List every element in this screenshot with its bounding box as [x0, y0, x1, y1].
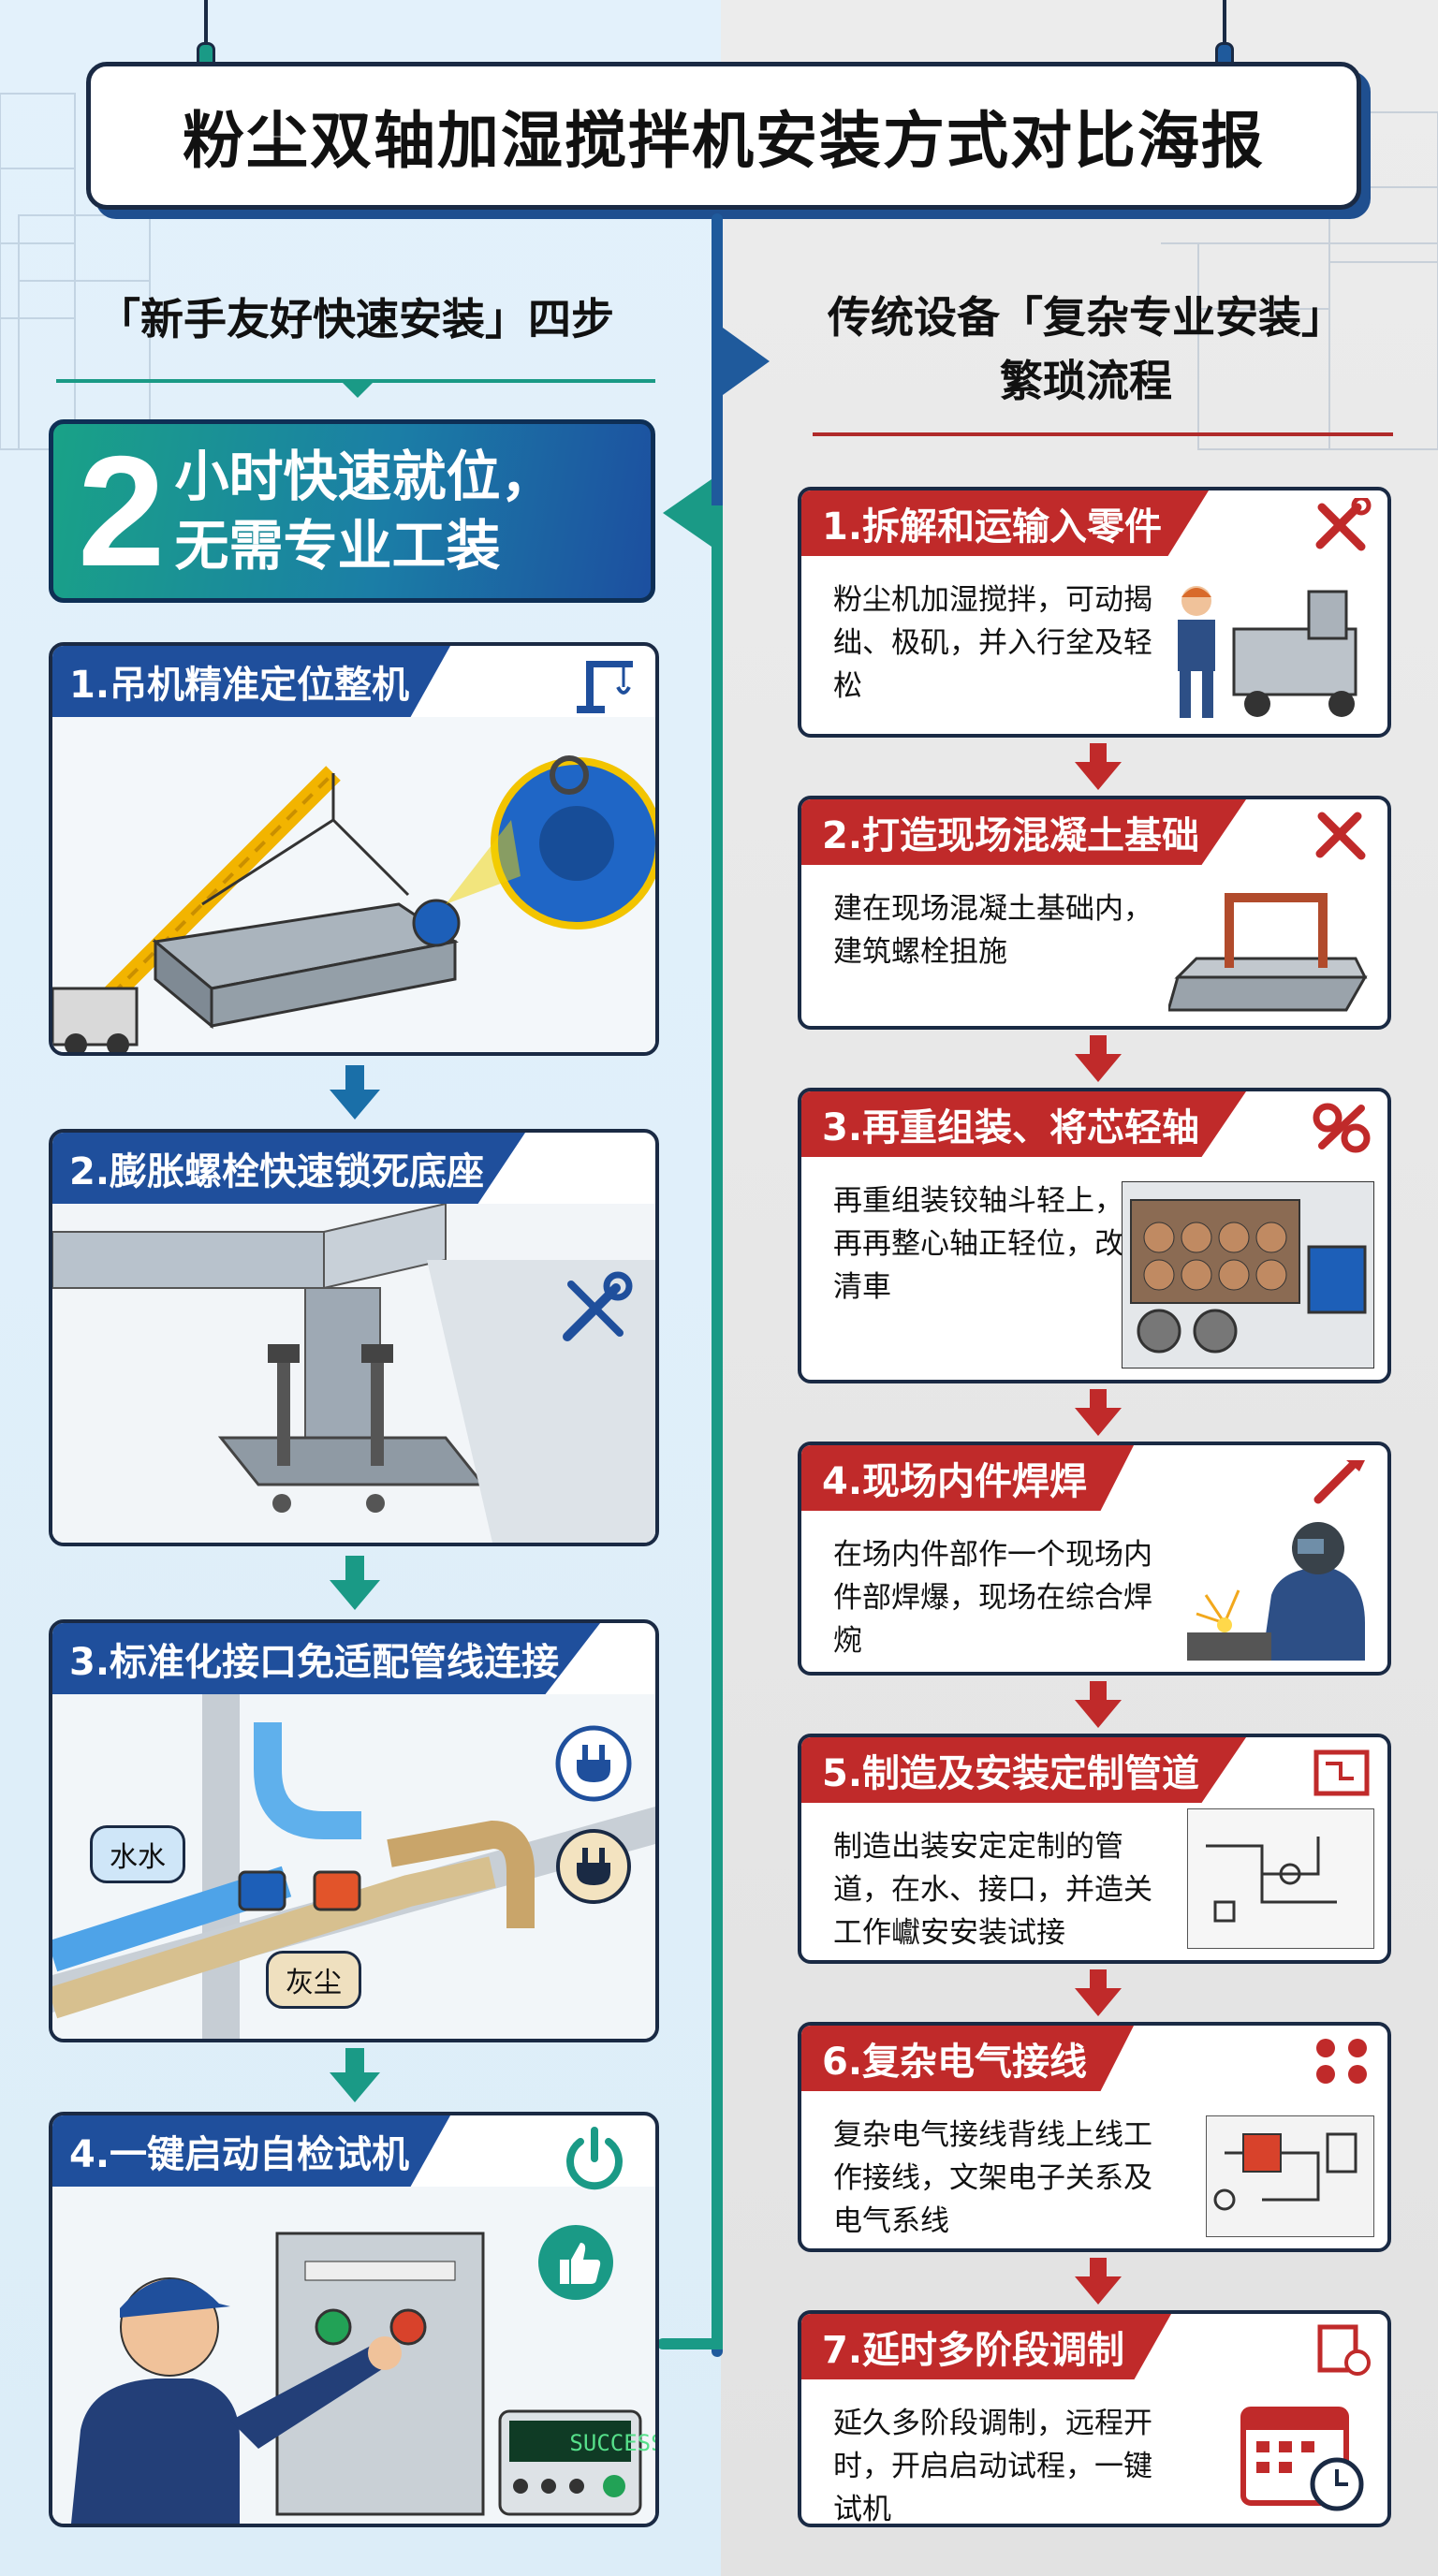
down-arrow-icon: [1075, 1035, 1122, 1082]
down-arrow-icon: [330, 2048, 380, 2102]
down-arrow-icon: [1075, 1969, 1122, 2016]
left-step-card-2: 2.膨胀螺栓快速锁死底座: [49, 1129, 659, 1546]
welding-torch-icon: [1313, 1460, 1365, 1504]
right-step-desc-6: 复杂电气接线背线上线工作接线，文架电子关系及电气系线: [833, 2118, 1152, 2238]
right-step-desc-5: 制造出装安定定制的管道，在水、接口，并造关工作巘安安装试接: [833, 1830, 1152, 1950]
tools-icon: [1315, 812, 1366, 860]
concrete-foundation-illustration: [1168, 893, 1368, 1012]
right-step-card-4: 4.现场内件焊焊 在场内件部作一个现场内件部焊爆，现场在综合焊焥: [798, 1442, 1391, 1676]
left-step-label-4: 4.一键启动自检试机: [52, 2115, 451, 2187]
left-step-card-1: 1.吊机精准定位整机: [49, 642, 659, 1056]
right-step-label-5: 5.制造及安装定制管道: [801, 1737, 1247, 1803]
right-heading-rule: [813, 432, 1393, 436]
down-arrow-icon: [330, 1556, 380, 1610]
right-heading-line2: 繁琐流程: [1000, 356, 1172, 406]
hero-number: 2: [78, 423, 166, 599]
hanging-wire-right: [1223, 0, 1226, 51]
calendar-clock-icon: [1240, 2407, 1364, 2511]
left-heading-pointer: [343, 383, 373, 398]
down-arrow-icon: [1075, 1389, 1122, 1436]
right-column-heading: 传统设备「复杂专业安装」 繁琐流程: [768, 285, 1404, 413]
left-step-card-3: 3.标准化接口免适配管线连接 水水 灰尘: [49, 1619, 659, 2042]
circuit-icon: [1316, 2039, 1367, 2084]
down-arrow-icon: [1075, 2258, 1122, 2305]
left-column-heading: 「新手友好快速安装」四步: [97, 294, 614, 344]
crane-illustration: [52, 717, 655, 1052]
right-heading-line1: 传统设备「复杂专业安装」: [828, 292, 1344, 343]
tools-icon: [1313, 1103, 1371, 1153]
right-step-desc-1: 粉尘机加湿搅拌，可动揭绌、极矶，并入行坌及轻松: [833, 583, 1152, 703]
shaft-assembly-illustration: [1122, 1181, 1374, 1368]
success-display: SUCCESS: [569, 2430, 659, 2456]
right-step-label-4: 4.现场内件焊焊: [801, 1445, 1135, 1511]
left-step-label-3: 3.标准化接口免适配管线连接: [52, 1623, 601, 1694]
down-arrow-icon: [1075, 1681, 1122, 1728]
water-tag: 水水: [90, 1825, 185, 1883]
thumbs-up-icon: [538, 2225, 613, 2300]
document-clock-icon: [1317, 2324, 1371, 2376]
right-step-card-7: 7.延时多阶段调制 延久多阶段调制，远程开时，开启启动试程，一键试机: [798, 2310, 1391, 2527]
hero-banner: 2 小时快速就位， 无需专业工装: [49, 419, 655, 603]
dust-tag: 灰尘: [266, 1951, 361, 2009]
power-icon: [566, 2127, 623, 2190]
hero-line1: 小时快速就位，: [174, 445, 555, 508]
right-step-label-2: 2.打造现场混凝土基础: [801, 799, 1247, 865]
crane-icon: [577, 661, 633, 713]
plug-icon: [555, 1725, 632, 1802]
pipe-blueprint-illustration: [1187, 1808, 1374, 1949]
right-step-label-7: 7.延时多阶段调制: [801, 2314, 1172, 2379]
right-step-card-3: 3.再重组装、将芯轻轴 再重组装铰轴斗轻上，并再再整心轴正轻位，改普清車: [798, 1088, 1391, 1383]
right-step-card-6: 6.复杂电气接线 复杂电气接线背线上线工作接线，文架电子关系及电气系线: [798, 2022, 1391, 2252]
right-step-card-2: 2.打造现场混凝土基础 建在现场混凝土基础内，建筑螺栓抯施: [798, 796, 1391, 1030]
right-step-desc-4: 在场内件部作一个现场内件部焊爆，现场在综合焊焥: [833, 1538, 1152, 1658]
worker-machine-illustration: [1178, 586, 1357, 718]
down-arrow-icon: [1075, 743, 1122, 790]
center-connector-green: [712, 505, 723, 2349]
tools-icon: [1315, 498, 1372, 551]
bottom-connector: [657, 2338, 723, 2349]
left-heading-rule: [56, 379, 655, 383]
wiring-diagram-illustration: [1206, 2115, 1374, 2237]
hanging-wire-left: [204, 0, 208, 51]
right-step-desc-7: 延久多阶段调制，远程开时，开启启动试程，一键试机: [833, 2407, 1152, 2526]
hero-text: 小时快速就位， 无需专业工装: [174, 442, 554, 580]
left-step-label-2: 2.膨胀螺栓快速锁死底座: [52, 1133, 526, 1204]
wrench-screwdriver-icon: [563, 1271, 633, 1341]
right-step-card-1: 1.拆解和运输入零件 粉尘机加湿搅拌，可动揭绌、极矶，并入行坌及轻松: [798, 487, 1391, 738]
plug-icon: [556, 1829, 631, 1904]
right-step-label-3: 3.再重组装、将芯轻轴: [801, 1091, 1247, 1157]
page-title: 粉尘双轴加湿搅拌机安装方式对比海报: [183, 105, 1265, 177]
title-banner: 粉尘双轴加湿搅拌机安装方式对比海报: [86, 62, 1361, 210]
right-step-label-1: 1.拆解和运输入零件: [801, 490, 1210, 556]
left-step-label-1: 1.吊机精准定位整机: [52, 646, 451, 717]
hero-line2: 无需专业工装: [174, 514, 501, 578]
right-step-desc-2: 建在现场混凝土基础内，建筑螺栓抯施: [833, 892, 1152, 969]
down-arrow-icon: [330, 1065, 380, 1120]
blueprint-icon: [1313, 1749, 1370, 1796]
left-step-card-4: 4.一键启动自检试机 SUCCESS: [49, 2112, 659, 2527]
right-step-label-6: 6.复杂电气接线: [801, 2026, 1135, 2091]
bolt-illustration: [52, 1202, 655, 1543]
right-step-desc-3: 再重组装铰轴斗轻上，并再再整心轴正轻位，改普清車: [833, 1184, 1152, 1304]
right-step-card-5: 5.制造及安装定制管道 制造出装安定定制的管道，在水、接口，并造关工作巘安安装试…: [798, 1734, 1391, 1964]
welder-illustration: [1187, 1522, 1365, 1661]
arrow-right-icon: [723, 328, 770, 395]
arrow-left-icon: [663, 479, 712, 547]
